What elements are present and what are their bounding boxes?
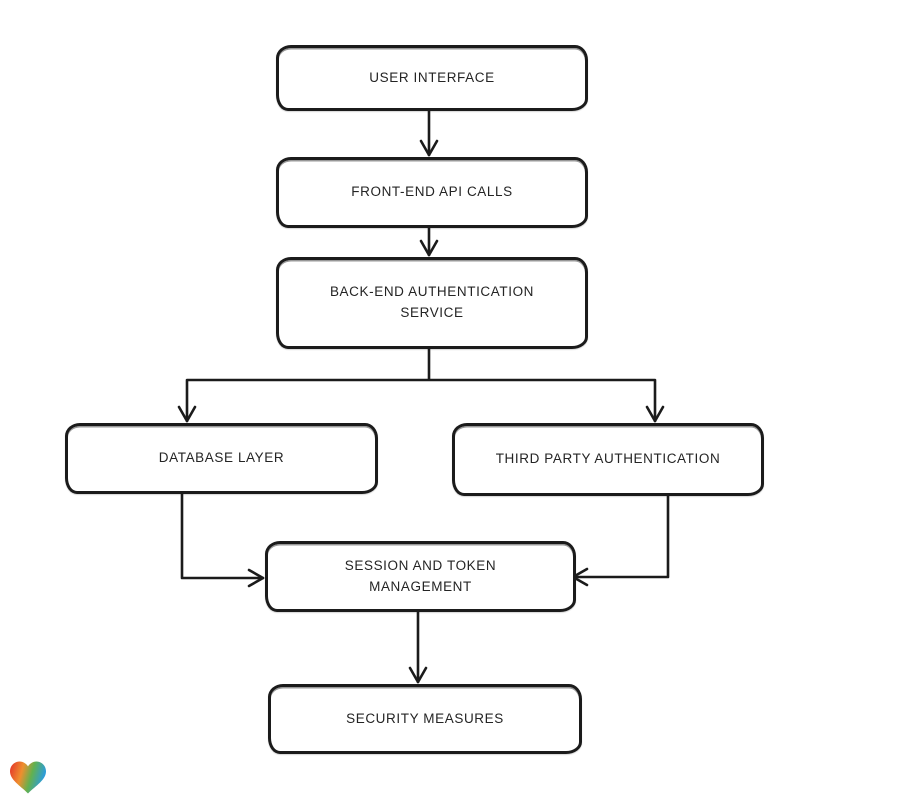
node-security-measures[interactable]: SECURITY MEASURES [268, 684, 582, 754]
node-user-interface[interactable]: USER INTERFACE [276, 45, 588, 111]
edge-database-layer-to-session-and-token-management [180, 486, 265, 588]
edge-line [185, 341, 657, 423]
node-label: THIRD PARTY AUTHENTICATION [495, 451, 721, 467]
node-session-and-token-management[interactable]: SESSION AND TOKEN MANAGEMENT [265, 541, 576, 612]
edge-session-and-token-management-to-security-measures [408, 604, 428, 684]
arrowhead-right-icon [247, 568, 265, 588]
node-label: SESSION AND TOKEN MANAGEMENT [344, 557, 497, 594]
arrowhead-down-icon [408, 666, 428, 684]
arrowhead-down-icon [645, 405, 665, 423]
node-label: SECURITY MEASURES [346, 710, 504, 726]
edge-line [180, 486, 265, 580]
node-label: FRONT-END API CALLS [351, 184, 513, 200]
node-back-end-authentication-service[interactable]: BACK-END AUTHENTICATION SERVICE [276, 257, 588, 349]
edge-back-end-authentication-service-branch [177, 341, 665, 423]
node-label: USER INTERFACE [369, 69, 495, 85]
edge-line [571, 488, 670, 579]
edge-third-party-authentication-to-session-and-token-management [571, 488, 670, 587]
node-database-layer[interactable]: DATABASE LAYER [65, 423, 378, 494]
heart-gradient-logo-icon[interactable] [10, 761, 46, 794]
node-third-party-authentication[interactable]: THIRD PARTY AUTHENTICATION [452, 423, 764, 496]
arrowhead-down-icon [419, 139, 439, 157]
arrowhead-down-icon [177, 405, 197, 423]
node-label: DATABASE LAYER [158, 450, 285, 466]
node-label: BACK-END AUTHENTICATION SERVICE [329, 284, 535, 320]
arrowhead-down-icon [419, 239, 439, 257]
edge-user-interface-to-front-end-api-calls [419, 103, 439, 157]
heart-shape [10, 761, 46, 794]
node-front-end-api-calls[interactable]: FRONT-END API CALLS [276, 157, 588, 228]
